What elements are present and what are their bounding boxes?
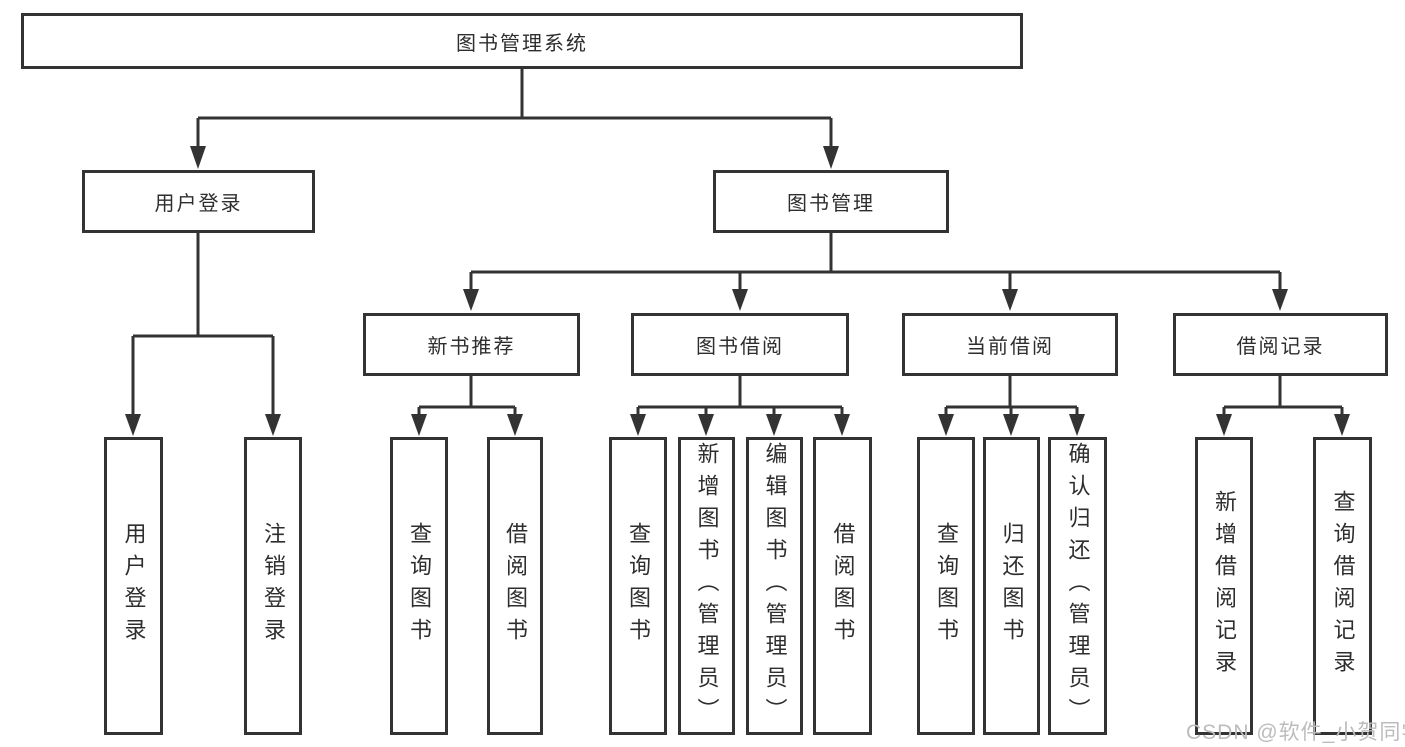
connector-current-borrow: [944, 376, 1079, 417]
connector-book-borrow: [636, 376, 844, 417]
node-current-borrow: 当前借阅: [902, 313, 1118, 376]
csdn-watermark: CSDN @软件_小贺同学: [1186, 721, 1405, 744]
leaf-user-login: 用户登录: [104, 437, 163, 735]
connector-root: [196, 69, 833, 150]
leaf-query-books-3: 查询图书: [917, 437, 975, 735]
leaf-query-books-1: 查询图书: [390, 437, 448, 735]
leaf-add-borrow-record: 新增借阅记录: [1195, 437, 1253, 735]
node-root: 图书管理系统: [21, 13, 1023, 69]
leaf-confirm-return-admin: 确认归还（管理员）: [1048, 437, 1107, 735]
leaf-borrow-books-2: 借阅图书: [813, 437, 872, 735]
connector-new-book: [417, 376, 517, 417]
leaf-query-borrow-record: 查询借阅记录: [1313, 437, 1372, 735]
node-new-book-recommend: 新书推荐: [363, 313, 580, 376]
node-book-borrow: 图书借阅: [631, 313, 849, 376]
connector-book-management: [469, 233, 1282, 293]
leaf-return-book: 归还图书: [983, 437, 1040, 735]
node-user-login: 用户登录: [82, 170, 315, 233]
connector-user-login: [131, 233, 275, 417]
connector-borrow-records: [1222, 376, 1344, 417]
leaf-query-books-2: 查询图书: [609, 437, 667, 735]
leaf-edit-book-admin: 编辑图书（管理员）: [746, 437, 803, 735]
leaf-logout: 注销登录: [244, 437, 302, 735]
leaf-borrow-books-1: 借阅图书: [487, 437, 543, 735]
node-book-management: 图书管理: [713, 170, 949, 233]
node-borrow-records: 借阅记录: [1173, 313, 1388, 376]
leaf-add-book-admin: 新增图书（管理员）: [678, 437, 735, 735]
